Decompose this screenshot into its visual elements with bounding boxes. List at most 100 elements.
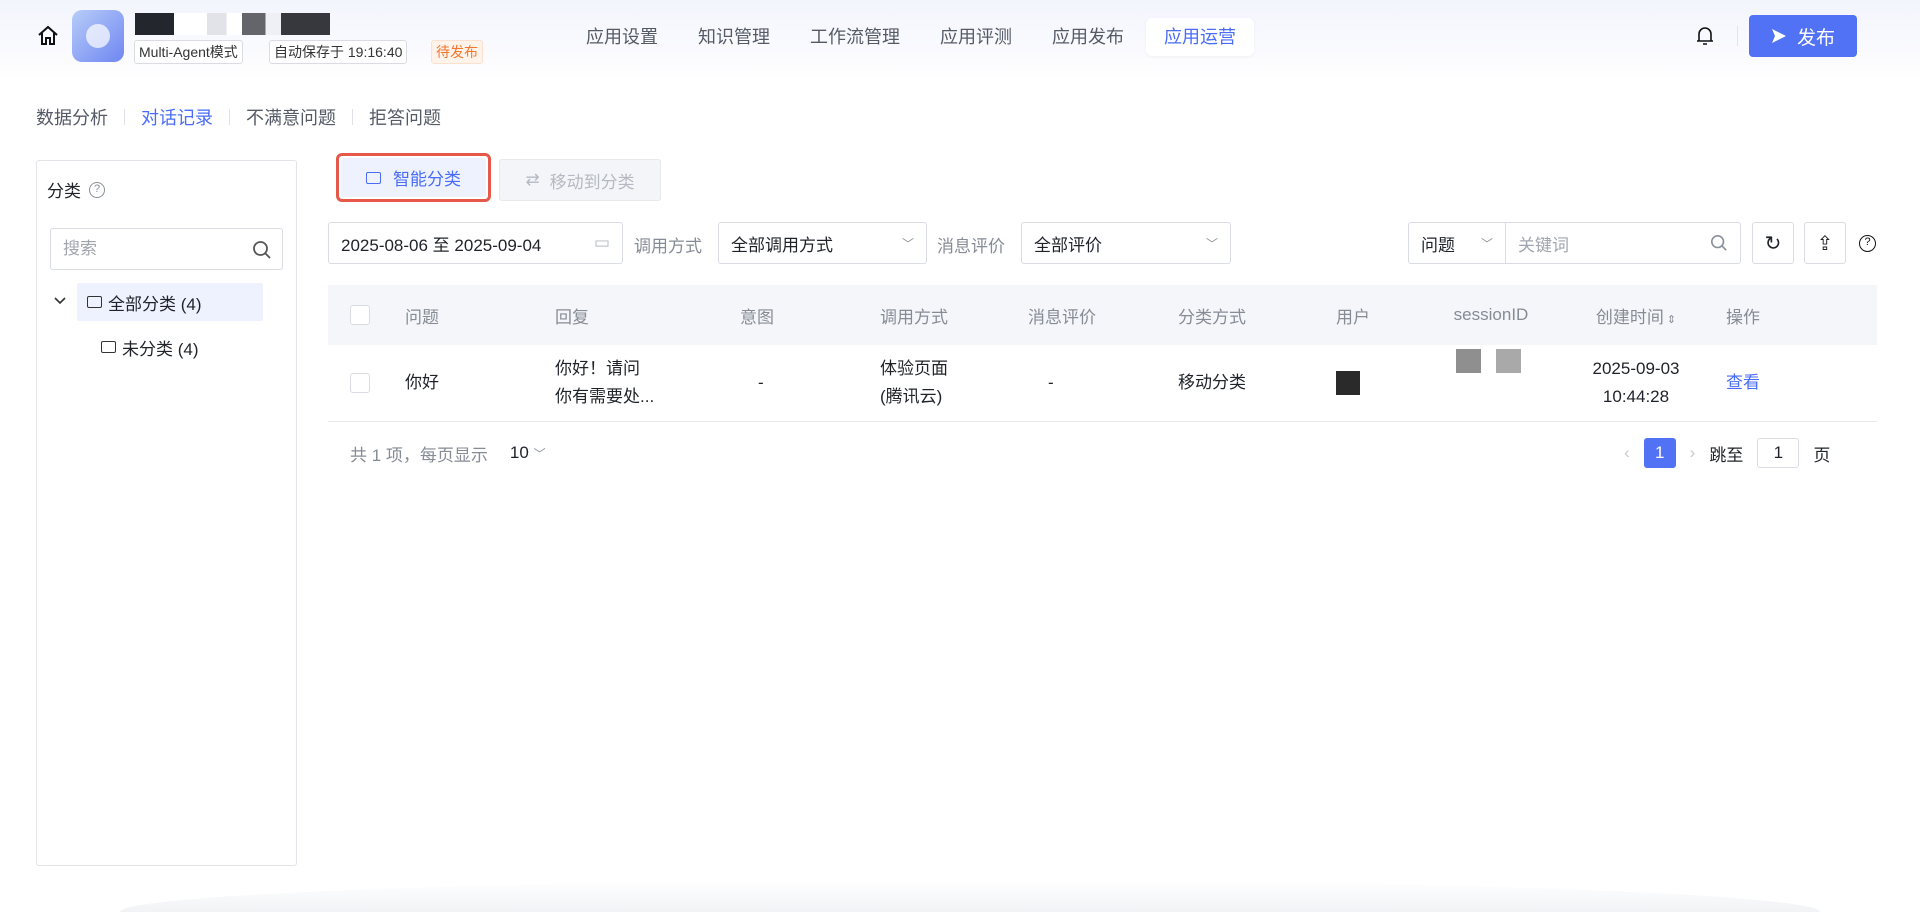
subtab-refused[interactable]: 拒答问题: [369, 108, 441, 128]
conversation-table: 问题 回复 意图 调用方式 消息评价 分类方式 用户 sessionID 创建时…: [328, 285, 1877, 422]
keyword-placeholder: 关键词: [1518, 235, 1569, 255]
folder-icon: [87, 296, 102, 308]
pagination: ‹ 1 › 跳至 1 页: [1624, 438, 1830, 468]
chevron-down-icon: ﹀: [533, 447, 546, 461]
page-size-select[interactable]: 10 ﹀: [510, 443, 546, 463]
home-icon[interactable]: [36, 24, 60, 48]
chevron-down-icon: ﹀: [1205, 236, 1218, 251]
sort-icon: ⇕: [1663, 313, 1677, 326]
status-badge: 待发布: [431, 40, 483, 64]
cell-call-line2: (腾讯云): [880, 386, 943, 406]
app-logo: [72, 10, 124, 62]
col-classify: 分类方式: [1128, 285, 1296, 345]
bell-icon[interactable]: [1696, 26, 1714, 46]
tab-workflow[interactable]: 工作流管理: [810, 27, 900, 47]
subtab-conversation-log[interactable]: 对话记录: [141, 108, 213, 128]
category-title: 分类: [47, 182, 81, 201]
search-icon[interactable]: [1710, 234, 1728, 252]
select-all-checkbox[interactable]: [350, 305, 370, 326]
page-size-value: 10: [509, 443, 529, 462]
table-header: 问题 回复 意图 调用方式 消息评价 分类方式 用户 sessionID 创建时…: [328, 285, 1877, 345]
rating-label: 消息评价: [937, 237, 1005, 256]
col-call-method: 调用方式: [828, 285, 978, 345]
bottom-shadow: [120, 880, 1820, 912]
session-id-redacted: [1441, 349, 1541, 373]
cell-date: 2025-09-03: [1592, 358, 1680, 378]
search-type-select[interactable]: 问题﹀: [1408, 222, 1506, 264]
folder-icon: [101, 341, 116, 353]
tree-item-uncategorized[interactable]: 未分类 (4): [101, 329, 199, 365]
rating-value: 全部评价: [1034, 235, 1102, 255]
chevron-down-icon: ﹀: [901, 236, 914, 251]
category-search-input[interactable]: 搜索: [50, 228, 283, 270]
tree-label: 全部分类 (4): [108, 294, 202, 314]
created-time-label: 创建时间: [1595, 307, 1664, 327]
call-method-value: 全部调用方式: [731, 235, 833, 255]
send-icon: [1771, 29, 1786, 43]
tab-publish[interactable]: 应用发布: [1052, 27, 1124, 47]
refresh-icon: ↻: [1764, 232, 1782, 255]
jump-input[interactable]: 1: [1757, 438, 1800, 468]
cell-call-line1: 体验页面: [880, 358, 948, 378]
table-row: 你好 你好！请问你有需要处... - 体验页面(腾讯云) - 移动分类 2025…: [328, 345, 1877, 422]
smart-classify-button[interactable]: 智能分类: [336, 153, 491, 202]
publish-button[interactable]: 发布: [1749, 15, 1857, 57]
page-1-button[interactable]: 1: [1643, 438, 1676, 468]
col-intent: 意图: [678, 285, 828, 345]
col-action: 操作: [1706, 285, 1877, 345]
subtab-unsatisfied[interactable]: 不满意问题: [246, 108, 336, 128]
row-checkbox[interactable]: [350, 373, 370, 394]
category-panel: 分类? 搜索 全部分类 (4) 未分类 (4): [36, 160, 297, 866]
cell-rating: -: [978, 345, 1128, 422]
app-name-redacted: [135, 13, 330, 35]
folder-icon: [366, 171, 381, 184]
keyword-input[interactable]: 关键词: [1505, 222, 1741, 264]
search-placeholder: 搜索: [63, 239, 97, 258]
sub-nav: 数据分析 对话记录 不满意问题 拒答问题: [36, 104, 441, 130]
move-to-category-button[interactable]: ⇄移动到分类: [499, 159, 661, 201]
user-redacted: [1336, 371, 1360, 396]
tab-evaluation[interactable]: 应用评测: [940, 27, 1012, 47]
call-method-label: 调用方式: [634, 237, 702, 256]
rating-select[interactable]: 全部评价 ﹀: [1021, 222, 1231, 264]
chevron-down-icon[interactable]: [53, 296, 67, 306]
divider: [1737, 26, 1738, 46]
date-range-picker[interactable]: 2025-08-06 至 2025-09-04 ▭: [328, 222, 623, 264]
date-range-value: 2025-08-06 至 2025-09-04: [341, 235, 542, 255]
col-reply: 回复: [528, 285, 678, 345]
autosave-tag: 自动保存于 19:16:40: [269, 40, 408, 64]
view-link[interactable]: 查看: [1726, 372, 1760, 392]
search-icon[interactable]: [252, 240, 272, 260]
call-method-select[interactable]: 全部调用方式 ﹀: [718, 222, 927, 264]
publish-label: 发布: [1796, 27, 1835, 49]
col-rating: 消息评价: [978, 285, 1128, 345]
cell-reply-line1: 你好！请问: [555, 358, 640, 378]
page-suffix: 页: [1813, 445, 1831, 465]
cell-reply-line2: 你有需要处...: [555, 386, 655, 406]
jump-label: 跳至: [1709, 445, 1744, 465]
col-user: 用户: [1296, 285, 1416, 345]
tree-label: 未分类 (4): [122, 339, 199, 359]
total-summary: 共 1 项，每页显示: [350, 445, 488, 465]
tab-knowledge[interactable]: 知识管理: [698, 27, 770, 47]
prev-page-icon[interactable]: ‹: [1624, 443, 1630, 462]
refresh-button[interactable]: ↻: [1752, 222, 1794, 264]
tab-operations[interactable]: 应用运营: [1146, 18, 1254, 56]
help-icon[interactable]: ?: [1859, 235, 1876, 252]
cell-intent: -: [678, 345, 828, 422]
export-icon: ⇪: [1816, 232, 1834, 255]
subtab-data-analysis[interactable]: 数据分析: [36, 108, 108, 128]
next-page-icon[interactable]: ›: [1689, 443, 1696, 462]
cell-question: 你好: [378, 345, 528, 422]
help-icon[interactable]: ?: [89, 181, 105, 198]
col-session-id: sessionID: [1416, 285, 1566, 345]
search-type-value: 问题: [1421, 235, 1455, 255]
col-created-time[interactable]: 创建时间 ⇕: [1566, 285, 1706, 345]
mode-tag: Multi-Agent模式: [134, 40, 243, 64]
tab-app-settings[interactable]: 应用设置: [586, 27, 658, 47]
export-button[interactable]: ⇪: [1804, 222, 1846, 264]
calendar-icon: ▭: [593, 233, 610, 252]
tree-item-all[interactable]: 全部分类 (4): [77, 283, 263, 321]
smart-classify-label: 智能分类: [393, 170, 461, 189]
pagination-summary: 共 1 项，每页显示 10 ﹀: [350, 438, 546, 468]
